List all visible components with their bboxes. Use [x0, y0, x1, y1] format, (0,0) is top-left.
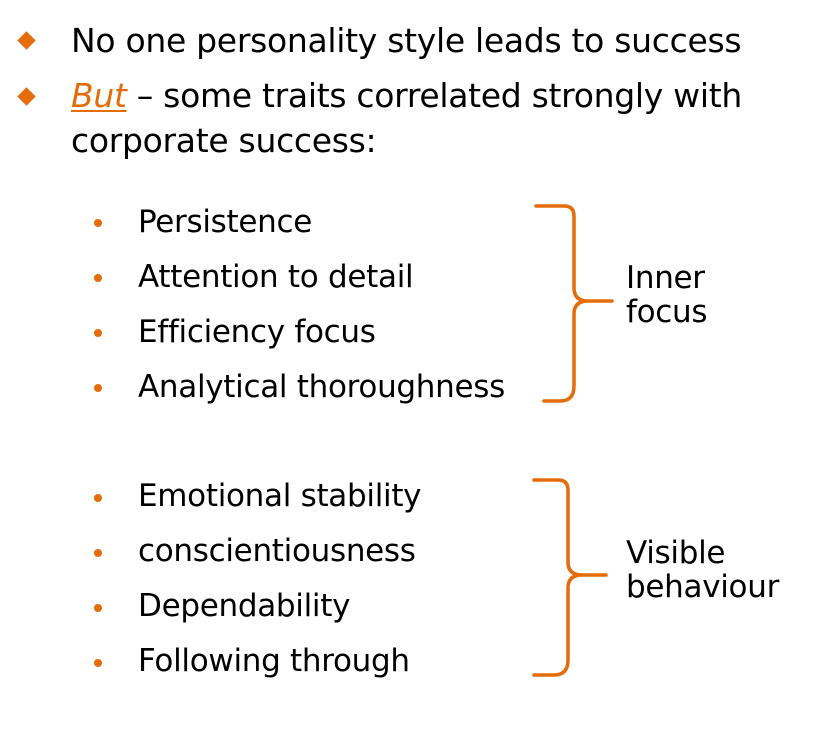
curly-brace-icon [534, 204, 614, 403]
group-label-line: behaviour [626, 569, 780, 606]
main-bullet-2: But – some traits correlated strongly wi… [71, 79, 742, 112]
list-item: Emotional stability [138, 478, 422, 514]
diamond-bullet-icon [17, 87, 36, 106]
round-bullet-icon [94, 604, 102, 612]
list-item: Attention to detail [138, 259, 414, 295]
group-label-inner-focus: Inner focus [626, 260, 708, 331]
diamond-bullet-icon [17, 31, 36, 50]
main-bullet-1: No one personality style leads to succes… [71, 21, 742, 60]
list-item: Analytical thoroughness [138, 369, 505, 405]
main-bullet-2-continuation: corporate success: [71, 121, 377, 160]
round-bullet-icon [94, 494, 102, 502]
round-bullet-icon [94, 274, 102, 282]
list-item: conscientiousness [138, 533, 416, 569]
main-bullet-1-text: No one personality style leads to succes… [71, 21, 742, 60]
group-label-line: focus [626, 294, 708, 331]
curly-brace-visible-behaviour [532, 478, 608, 677]
list-item: Following through [138, 643, 410, 679]
list-item: Efficiency focus [138, 314, 376, 350]
main-bullet-2-text: – some traits correlated strongly with [126, 76, 743, 115]
emphasis-but: But [71, 76, 127, 115]
curly-brace-icon [532, 478, 608, 677]
group-label-line: Inner [626, 260, 705, 296]
round-bullet-icon [94, 219, 102, 227]
round-bullet-icon [94, 384, 102, 392]
round-bullet-icon [94, 549, 102, 557]
group-label-visible-behaviour: Visible behaviour [626, 536, 779, 604]
round-bullet-icon [94, 329, 102, 337]
round-bullet-icon [94, 659, 102, 667]
list-item: Persistence [138, 204, 313, 240]
curly-brace-inner-focus [534, 204, 614, 403]
list-item: Dependability [138, 588, 351, 624]
group-label-line: Visible [626, 535, 726, 571]
